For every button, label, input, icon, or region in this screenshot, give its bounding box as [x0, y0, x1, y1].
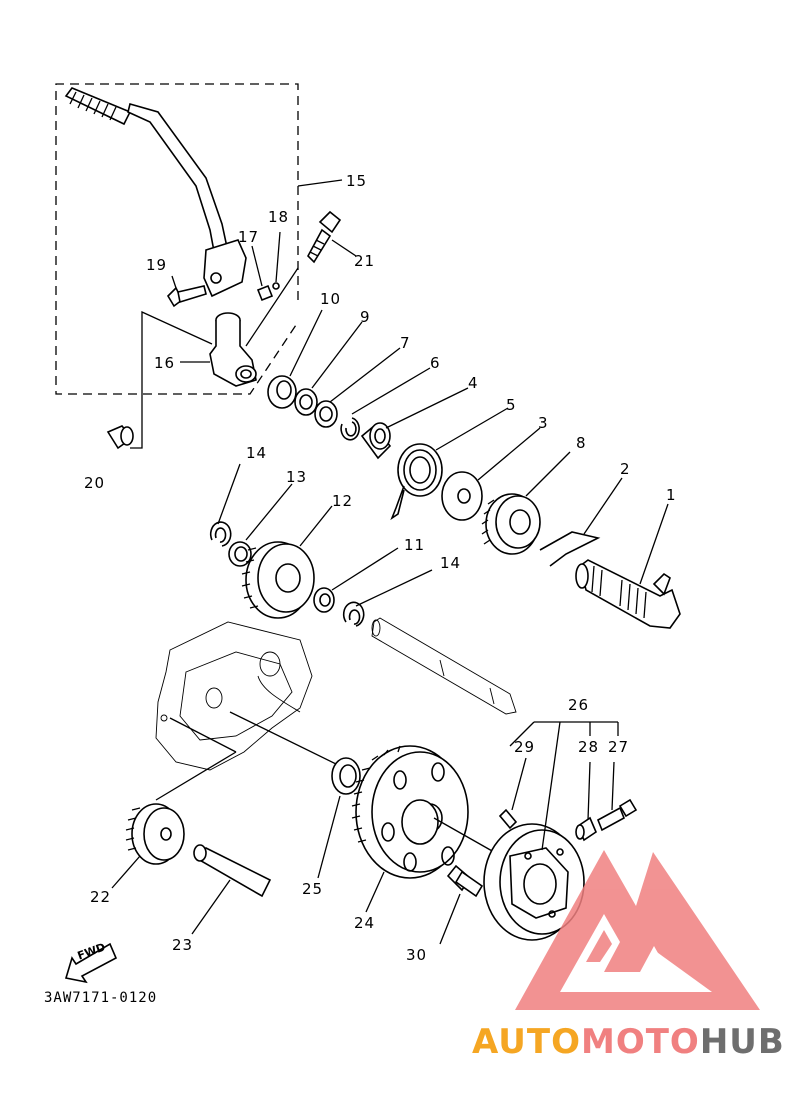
collar-4 [360, 422, 392, 460]
watermark-part-moto: MOTO [580, 1022, 700, 1062]
gear-24 [351, 745, 469, 879]
callout-8: 8 [576, 434, 587, 452]
spring-clip-2 [539, 531, 601, 567]
callout-11: 11 [404, 536, 425, 554]
callout-15: 15 [346, 172, 367, 190]
kick-assembly-dashed-box [55, 83, 299, 395]
callout-27: 27 [608, 738, 629, 756]
circlip-14-lower [342, 601, 365, 627]
callout-25: 25 [302, 880, 323, 898]
washer-9 [294, 388, 318, 416]
bolt-30 [446, 864, 484, 898]
callout-14-lower: 14 [440, 554, 461, 572]
callout-30: 30 [406, 946, 427, 964]
phantom-shaft [371, 617, 517, 715]
plunger-28 [575, 816, 597, 842]
ball-18 [272, 282, 280, 290]
callout-29: 29 [514, 738, 535, 756]
shaft-23 [193, 844, 272, 898]
bolt-21 [307, 210, 342, 264]
washer-13 [228, 541, 252, 567]
callout-17: 17 [238, 228, 259, 246]
drawing-code: 3AW7171-0120 [44, 990, 158, 1006]
washer-7 [314, 400, 338, 428]
watermark-text: AUTOMOTOHUB [472, 1022, 785, 1062]
starter-clutch-26 [483, 823, 585, 941]
callout-2: 2 [620, 460, 631, 478]
roller-29 [498, 808, 518, 830]
watermark-logo-icon [515, 850, 760, 1010]
collar-20 [106, 425, 134, 450]
ratchet-8 [481, 493, 541, 555]
spring-17 [256, 284, 274, 302]
gear-12 [241, 541, 315, 619]
callout-7: 7 [400, 334, 411, 352]
spacer-10 [267, 375, 297, 409]
callout-12: 12 [332, 492, 353, 510]
washer-3 [441, 471, 483, 521]
watermark-part-hub: HUB [699, 1022, 785, 1062]
callout-5: 5 [506, 396, 517, 414]
callout-28: 28 [578, 738, 599, 756]
callout-23: 23 [172, 936, 193, 954]
washer-25 [331, 757, 361, 795]
circlip-14-upper [209, 521, 232, 547]
kick-boss [209, 312, 257, 387]
callout-3: 3 [538, 414, 549, 432]
callout-1: 1 [666, 486, 677, 504]
crankcase-phantom [155, 621, 313, 771]
circlip-6 [340, 417, 360, 441]
callout-9: 9 [360, 308, 371, 326]
callout-4: 4 [468, 374, 479, 392]
callout-14-upper: 14 [246, 444, 267, 462]
kick-axle-1 [575, 559, 681, 629]
callout-10: 10 [320, 290, 341, 308]
callout-21: 21 [354, 252, 375, 270]
torsion-spring-5 [390, 443, 443, 521]
callout-19: 19 [146, 256, 167, 274]
callout-18: 18 [268, 208, 289, 226]
watermark-part-auto: AUTO [472, 1022, 581, 1062]
callout-22: 22 [90, 888, 111, 906]
bolt-19 [166, 285, 207, 308]
gear-22 [125, 803, 185, 865]
forward-arrow-icon [64, 942, 118, 984]
callout-6: 6 [430, 354, 441, 372]
callout-26: 26 [568, 696, 589, 714]
callout-24: 24 [354, 914, 375, 932]
callout-13: 13 [286, 468, 307, 486]
callout-labels: 1 2 3 4 5 6 7 8 9 10 11 12 13 14 14 15 1… [84, 172, 677, 964]
callout-16: 16 [154, 354, 175, 372]
spring-27 [596, 798, 638, 832]
kick-lever [64, 87, 247, 298]
callout-20: 20 [84, 474, 105, 492]
washer-11 [313, 587, 335, 613]
